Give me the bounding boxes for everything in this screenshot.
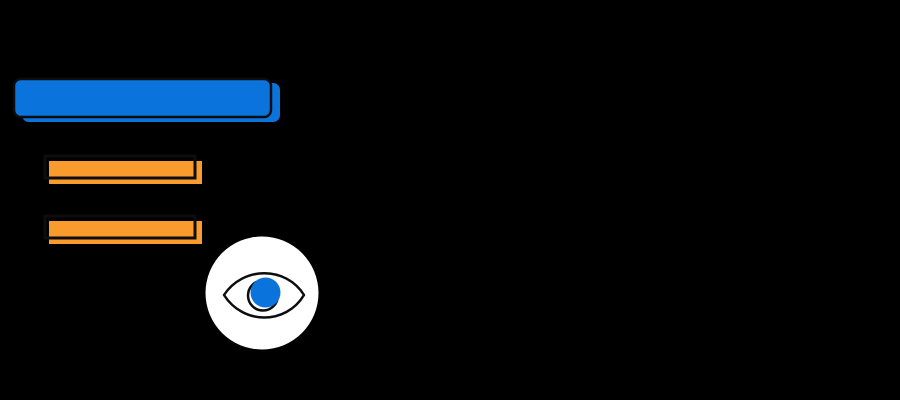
eye-icon <box>222 272 306 319</box>
eye-iris <box>250 277 281 308</box>
text-bar-1-fill <box>49 161 202 184</box>
text-bar-2-outline <box>43 214 197 240</box>
text-bar-1-outline <box>43 154 197 180</box>
eye-badge <box>205 236 319 350</box>
title-bar <box>12 77 280 122</box>
text-bar-1 <box>43 154 202 184</box>
eye-outline <box>222 272 306 319</box>
text-bar-2-fill <box>49 221 202 244</box>
text-bar-2 <box>43 214 202 244</box>
title-bar-front-layer <box>12 77 273 119</box>
